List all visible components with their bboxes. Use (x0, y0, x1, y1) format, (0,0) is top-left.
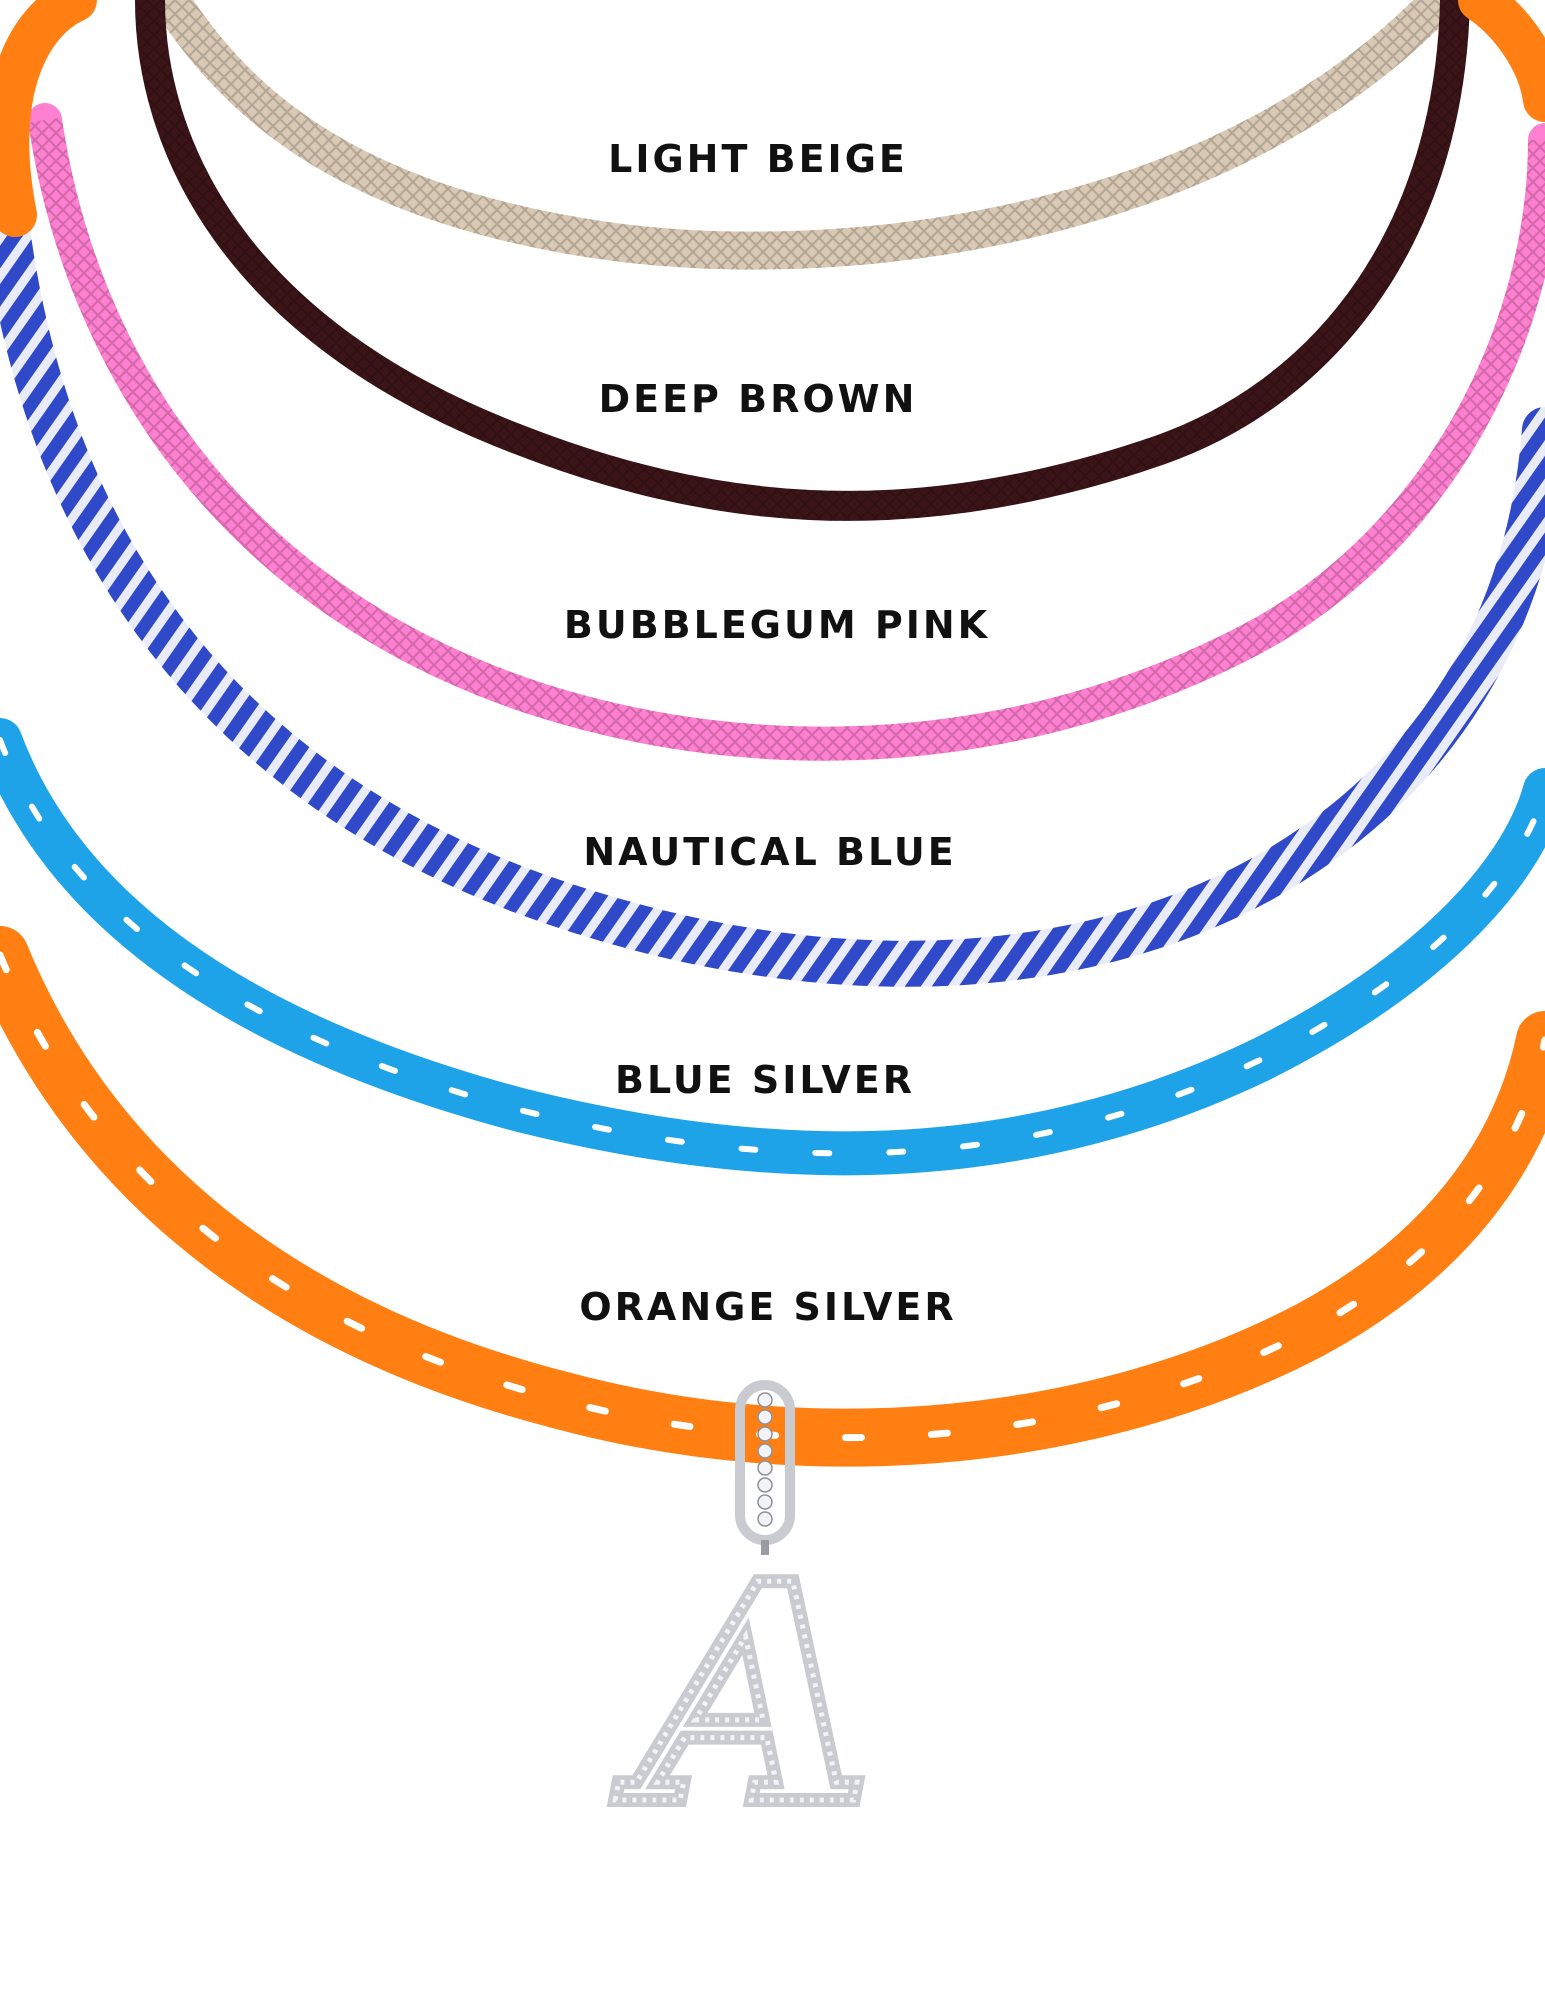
label-bubblegum-pink: BUBBLEGUM PINK (564, 603, 990, 647)
bail-stone (757, 1409, 773, 1425)
label-light-beige: LIGHT BEIGE (608, 137, 908, 181)
pendant-bail-stones (757, 1392, 773, 1527)
bail-stone (757, 1460, 773, 1476)
label-deep-brown: DEEP BROWN (599, 377, 918, 421)
pendant-letter-inner: A (615, 1518, 871, 1871)
bail-stone (757, 1477, 773, 1493)
bail-stone (757, 1494, 773, 1510)
bail-stone (757, 1426, 773, 1442)
cord-nautical-blue (0, 192, 1545, 987)
label-blue-silver: BLUE SILVER (615, 1058, 915, 1102)
cord-orange-silver (0, 0, 1545, 1467)
cord-blue-silver (0, 718, 1545, 1176)
bail-stone (757, 1511, 773, 1527)
bail-stone (757, 1443, 773, 1459)
label-nautical-blue: NAUTICAL BLUE (583, 830, 956, 874)
cord-light-beige (151, 0, 1459, 270)
cord-bubblegum-pink (28, 103, 1545, 761)
bail-stone (757, 1392, 773, 1408)
cord-deep-brown (135, 0, 1470, 521)
letter-a-pendant: A A (608, 1380, 878, 1878)
pendant-letter: A (615, 1518, 871, 1871)
label-orange-silver: ORANGE SILVER (579, 1285, 956, 1329)
